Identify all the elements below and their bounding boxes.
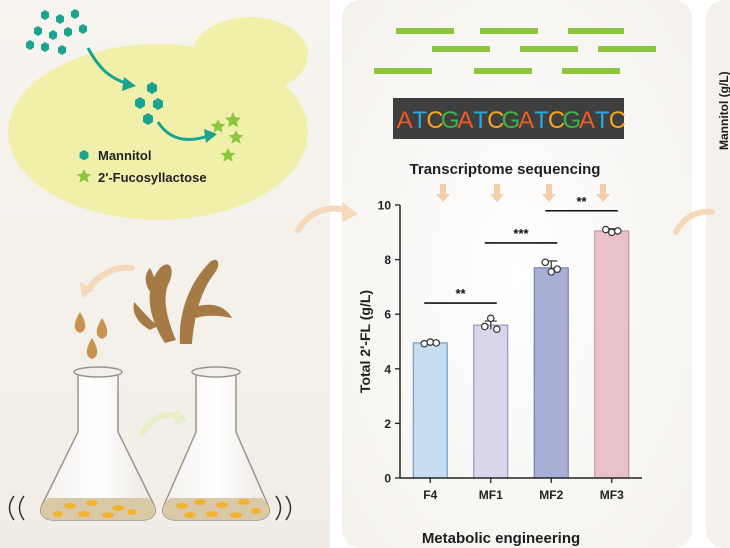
to-chart-arrowhead (342, 202, 358, 222)
flask-left (40, 366, 156, 521)
extraction-curved-arrow (85, 264, 135, 293)
y-axis-label: Total 2'-FL (g/L) (357, 290, 373, 393)
sequence-letter: A (518, 107, 534, 134)
data-point (613, 227, 622, 235)
mannitol-molecules-outside (26, 9, 87, 55)
x-tick-label: MF3 (600, 488, 624, 502)
sequence-letter: G (562, 107, 581, 134)
sequence-letter: T (595, 107, 610, 134)
sequence-letter: C (609, 107, 626, 134)
sequence-letter: C (487, 107, 504, 134)
y-tick-label: 8 (384, 253, 391, 267)
x-tick-label: MF1 (479, 488, 503, 502)
data-point (486, 314, 495, 323)
data-point (426, 338, 435, 346)
sequence-letter: A (397, 107, 413, 134)
flask-right (162, 366, 270, 521)
significance-label: ** (455, 286, 466, 301)
metabolic-engineering-caption: Metabolic engineering (422, 530, 580, 547)
sequence-letter: A (457, 107, 473, 134)
bar (412, 342, 448, 479)
data-point (492, 325, 501, 334)
sequence-letter: G (502, 107, 521, 134)
conversion-arrow (156, 121, 209, 141)
sequence-letter: T (534, 107, 549, 134)
sequence-box (393, 98, 624, 139)
fucosyllactose-stars (210, 112, 244, 162)
data-point (553, 265, 562, 273)
data-point (432, 339, 441, 347)
x-tick-label: MF2 (539, 488, 563, 502)
to-right-curved-arrow (673, 208, 715, 235)
mannitol-legend-icon (79, 150, 89, 161)
sequence-letter: A (579, 107, 595, 134)
extraction-arrowhead (80, 282, 94, 298)
data-point (607, 228, 616, 237)
flask-left-cells (53, 500, 137, 518)
seaweed-icon (133, 259, 232, 344)
uptake-arrowhead (122, 77, 136, 91)
sequencing-down-arrows (436, 184, 610, 202)
sequence-letter: T (412, 107, 427, 134)
mannitol-legend-label: Mannitol (98, 148, 151, 163)
bar (473, 324, 509, 479)
fucosyllactose-legend: 2'-Fucosyllactose (76, 169, 207, 185)
data-point (547, 268, 556, 276)
data-point (601, 225, 610, 234)
mannitol-molecules-inside (135, 82, 163, 125)
sequence-letter: C (426, 107, 443, 134)
significance-label: ** (576, 194, 587, 209)
flask-right-cells (176, 499, 261, 518)
transcriptome-caption: Transcriptome sequencing (410, 161, 601, 178)
bar (533, 267, 569, 479)
y-tick-label: 0 (384, 472, 391, 486)
bar (594, 230, 630, 479)
data-point (420, 339, 429, 348)
y-tick-label: 6 (384, 308, 391, 322)
x-tick-label: F4 (423, 488, 437, 502)
y-tick-label: 10 (378, 199, 392, 213)
mannitol-legend: Mannitol (79, 148, 151, 163)
y-tick-label: 4 (384, 362, 391, 376)
fucosyllactose-legend-icon (76, 169, 92, 183)
middle-panel-background (342, 0, 692, 548)
gene-fragments (374, 28, 656, 74)
fucosyllactose-legend-label: 2'-Fucosyllactose (98, 170, 207, 185)
significance-label: *** (513, 226, 529, 241)
y-tick-label: 2 (384, 417, 391, 431)
sequence-letter: G (441, 107, 460, 134)
transfer-arrowhead (174, 408, 188, 426)
shaking-marks (8, 495, 292, 521)
right-panel-background (706, 0, 730, 548)
data-point (541, 258, 550, 267)
transfer-curved-arrow (139, 411, 181, 437)
sequence-letter: C (548, 107, 565, 134)
sequence-letter: T (473, 107, 488, 134)
to-chart-curved-arrow (295, 205, 349, 233)
data-point (480, 322, 489, 331)
conversion-arrowhead (204, 129, 217, 143)
right-panel-axis-label: Mannitol (g/L) (717, 71, 730, 150)
